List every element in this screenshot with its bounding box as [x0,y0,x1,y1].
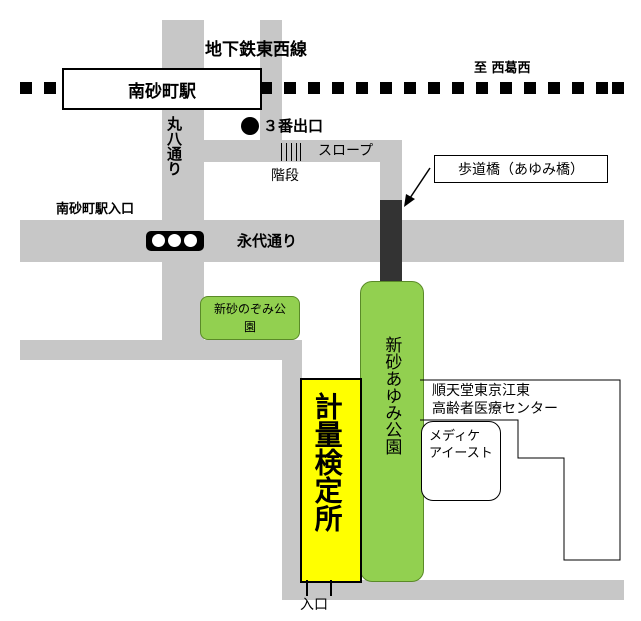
mediq-building: メディケ アイースト [421,421,501,501]
eitai-road [20,220,624,262]
station-name: 南砂町駅 [128,81,196,102]
eitai-road-label: 永代通り [237,232,298,250]
mediq-label: メディケ アイースト [429,429,493,461]
nozomi-park: 新砂のぞみ公園 [200,296,300,340]
footbridge-label: 歩道橋（あゆみ橋） [458,162,584,178]
ayumi-park: 新砂あゆみ公園 [360,281,424,582]
upper-side-road [162,140,402,162]
traffic-light-icon [146,231,204,251]
direction-label: 至 西葛西 [474,61,531,76]
footbridge [380,200,402,284]
hospital-outline [420,379,621,561]
nozomi-park-label: 新砂のぞみ公園 [213,302,286,334]
footbridge-callout: 歩道橋（あゆみ橋） [434,155,608,183]
slope-label: スロープ [318,143,374,159]
lower-vertical-road [282,340,302,600]
stairs-icon [281,143,301,161]
footbridge-arrow-icon [404,167,431,207]
maru-hachi-label: 丸八通り [165,116,183,176]
ayumi-park-label: 新砂あゆみ公園 [381,336,402,455]
exit-label: ３番出口 [263,117,324,135]
target-building: 計量検定所 [300,378,362,583]
lower-side-road [20,340,302,360]
bottom-road [282,580,624,600]
stairs-label: 階段 [271,168,299,184]
hospital-label: 順天堂東京江東 高齢者医療センター [432,383,558,417]
exit-marker-icon [241,117,259,135]
entrance-mark-left [306,580,308,596]
entrance-mark-right [330,580,332,596]
subway-line-label: 地下鉄東西線 [205,40,307,60]
target-building-label: 計量検定所 [310,392,344,532]
entrance-label: 入口 [300,597,328,613]
station-box: 南砂町駅 [62,68,262,110]
station-entrance-label: 南砂町駅入口 [56,202,135,217]
